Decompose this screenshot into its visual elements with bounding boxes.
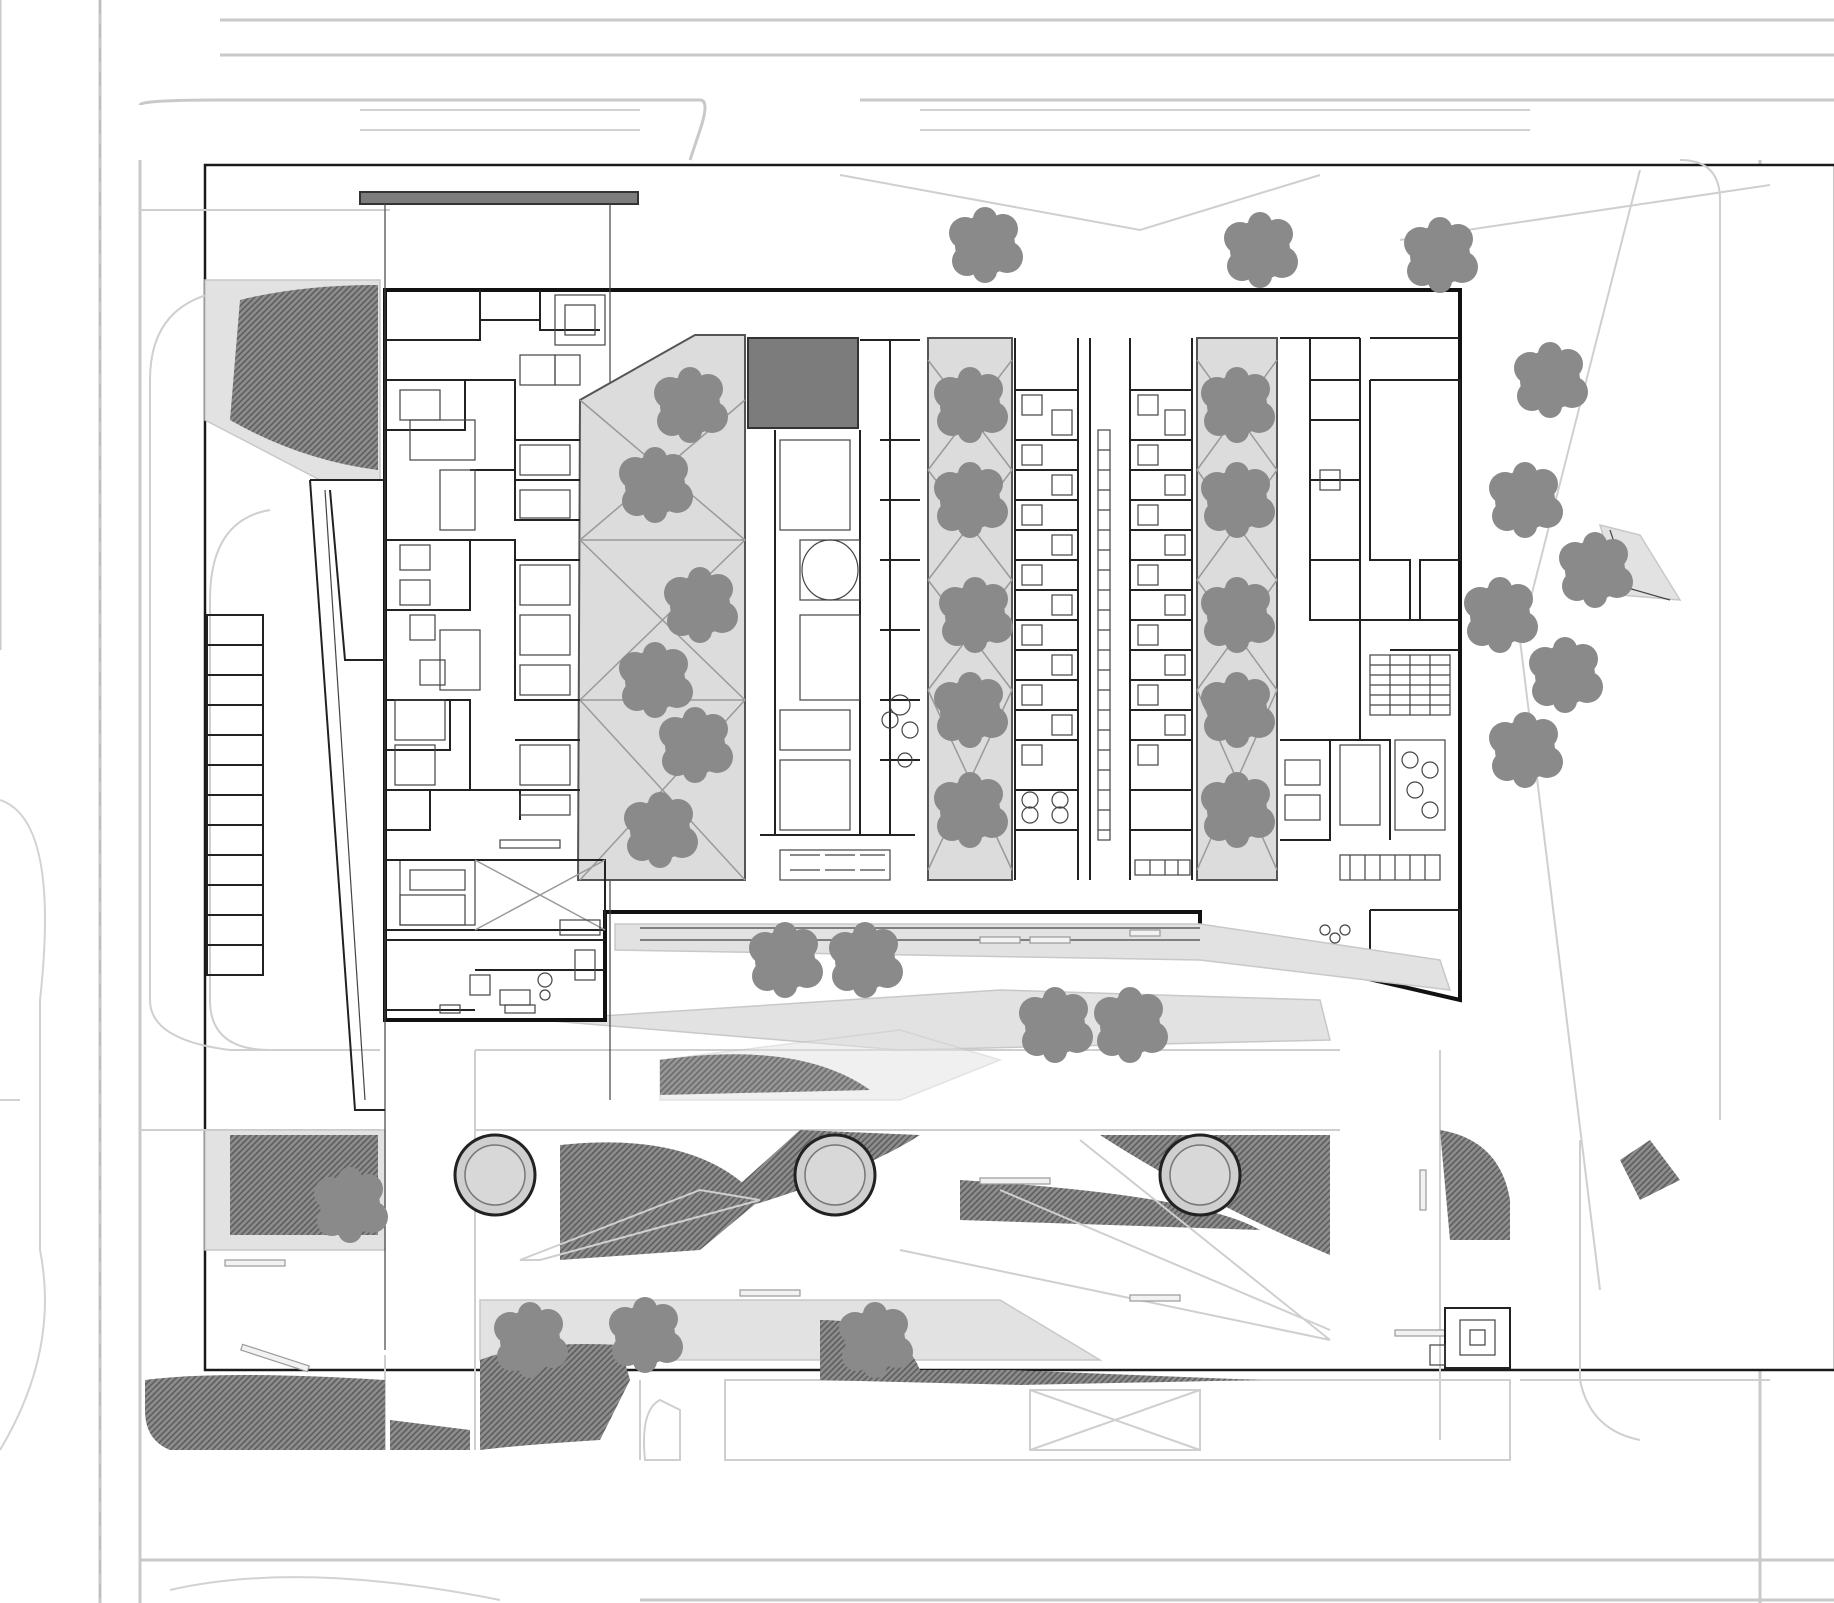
tree [1019,987,1093,1063]
tree [1201,577,1275,653]
tree [1094,987,1168,1063]
tree [829,922,903,998]
tree [934,367,1008,443]
round-planter-center [793,1133,877,1217]
tree [494,1302,568,1378]
tree [1224,212,1298,288]
tree [934,462,1008,538]
tree [314,1167,388,1243]
tree [1404,217,1478,293]
service-block [747,337,859,429]
tree [654,367,728,443]
tree [1201,772,1275,848]
tree [934,772,1008,848]
plaza [224,1139,1446,1373]
tree [1201,367,1275,443]
tree [839,1302,913,1378]
tree [1489,712,1563,788]
patient-room-bank-2 [1129,338,1193,880]
tree [749,922,823,998]
tree [1201,462,1275,538]
tree [619,447,693,523]
round-planter-west [453,1133,537,1217]
tree [1201,672,1275,748]
tree [1559,532,1633,608]
round-planter-east [1158,1133,1242,1217]
entry-walkway [309,479,385,1111]
tree [939,577,1013,653]
tree [1514,342,1588,418]
south-terrace [614,923,1452,991]
tree [1464,577,1538,653]
interior-rooms [385,290,606,1014]
tree [609,1297,683,1373]
tree [664,567,738,643]
tree [1489,462,1563,538]
tree [619,642,693,718]
tree [949,207,1023,283]
central-wing-rooms [760,339,920,881]
patient-room-bank-1 [1014,338,1079,880]
east-wing-rooms [1280,337,1461,970]
tree [1529,637,1603,713]
round-planters[interactable] [453,1133,1242,1217]
tree [934,672,1008,748]
pavilion [1429,1307,1511,1369]
tree [624,792,698,868]
parking-stalls [206,614,264,976]
tree [659,707,733,783]
